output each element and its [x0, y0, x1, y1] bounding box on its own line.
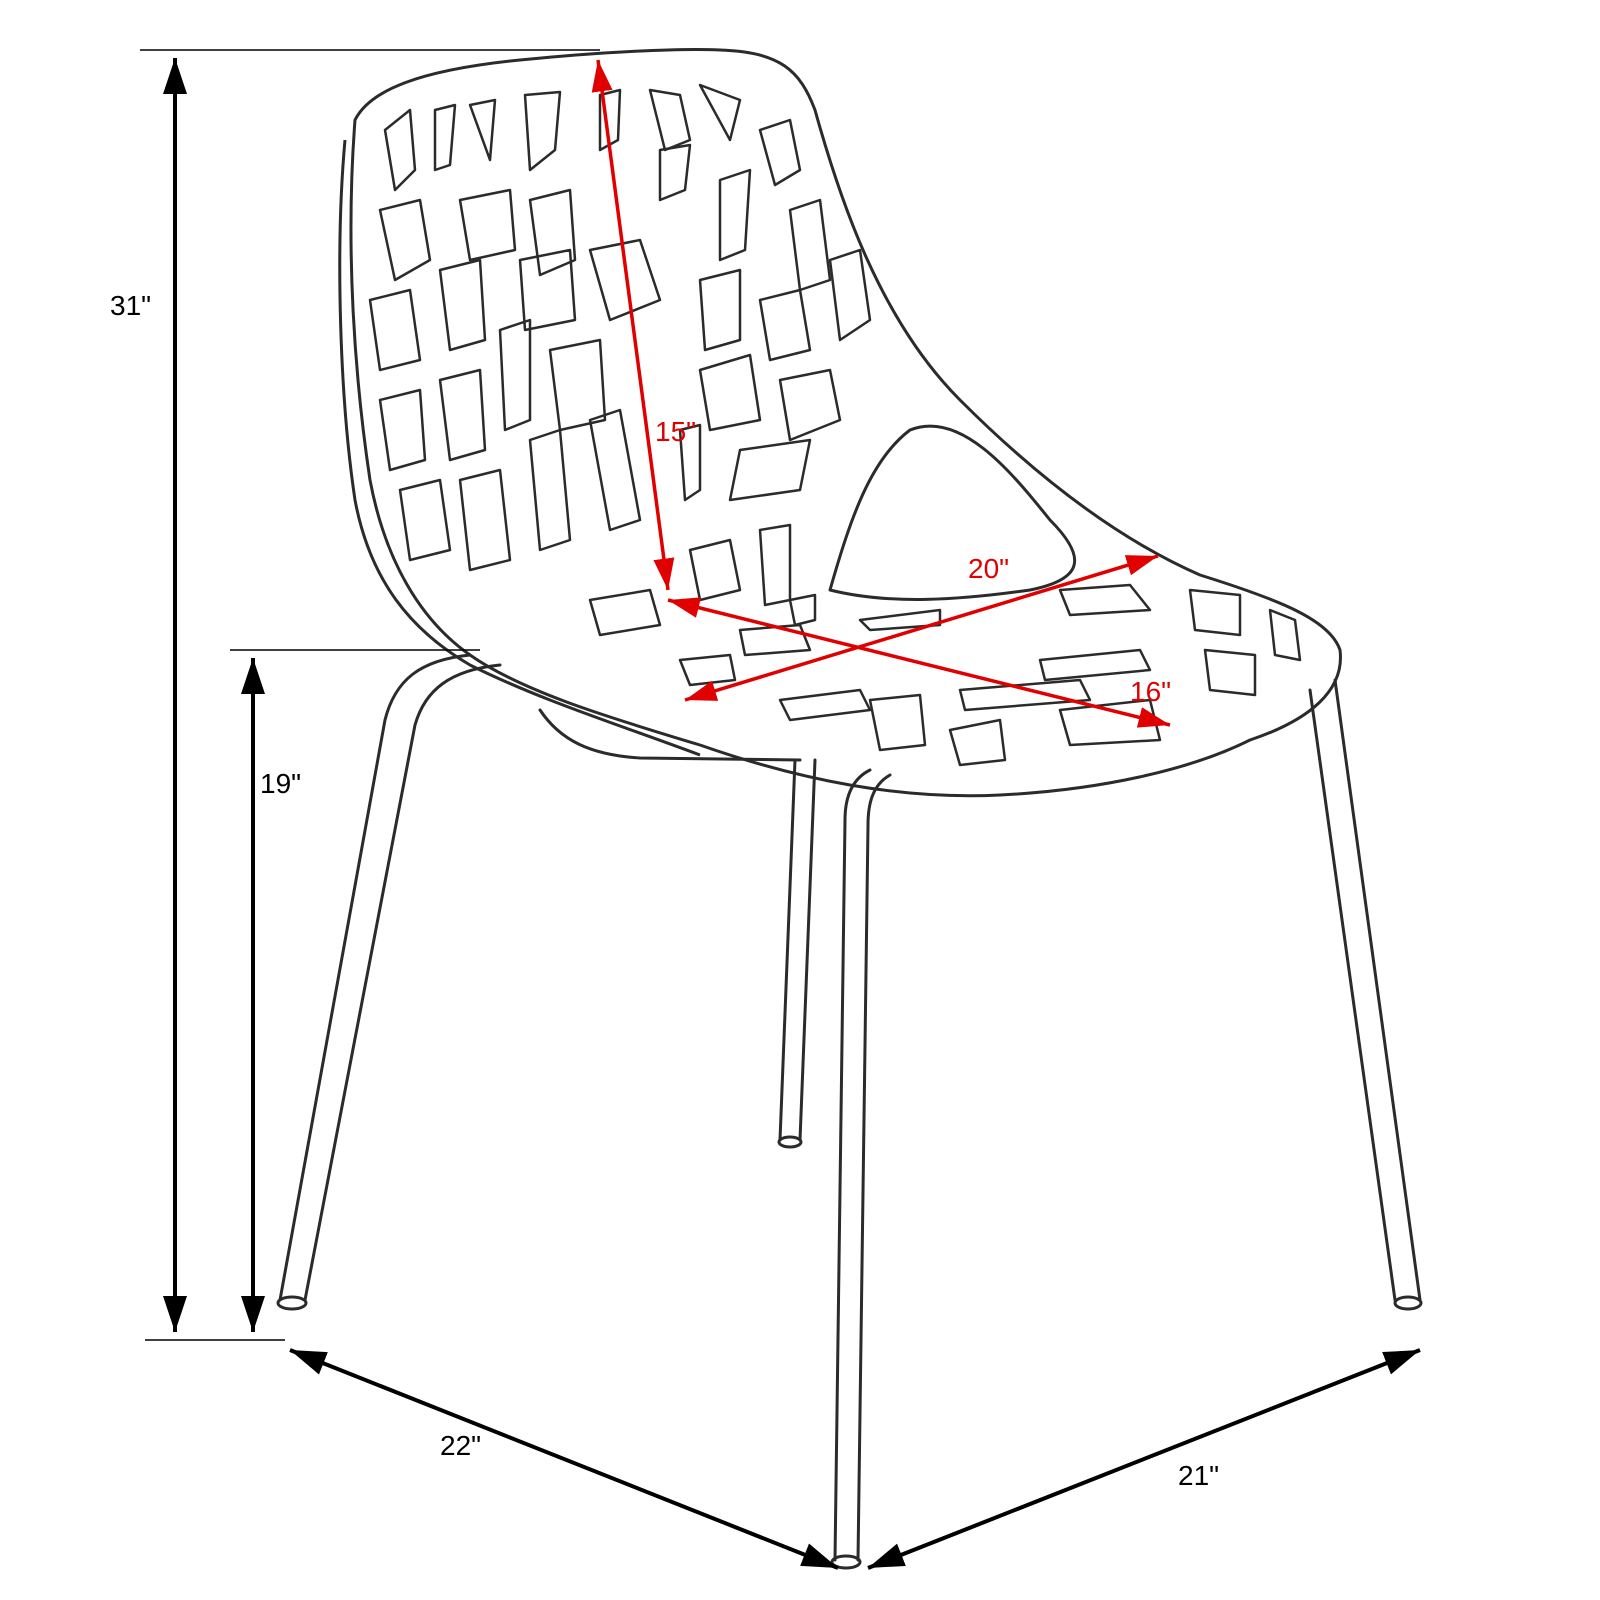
depth-arrow [289, 1348, 839, 1570]
overall-width-label: 21" [1178, 1460, 1220, 1491]
overall-height-label: 31" [110, 290, 152, 321]
seat-depth-label: 16" [1130, 676, 1172, 707]
seat-depth-arrow [667, 597, 1171, 728]
branch-pattern-cutouts [368, 83, 1302, 767]
chair-shell [338, 48, 1342, 798]
backrest-height-label: 15" [655, 416, 697, 447]
seat-height-label: 19" [260, 768, 302, 799]
seat-width-label: 20" [968, 553, 1010, 584]
chair-legs [276, 653, 1423, 1570]
width-arrow [867, 1348, 1421, 1570]
seat-dimension-arrows [591, 59, 1171, 728]
backrest-height-arrow [591, 59, 675, 591]
extension-lines [140, 49, 600, 1341]
overall-dimension-arrows [163, 57, 1421, 1570]
overall-depth-label: 22" [440, 1430, 482, 1461]
